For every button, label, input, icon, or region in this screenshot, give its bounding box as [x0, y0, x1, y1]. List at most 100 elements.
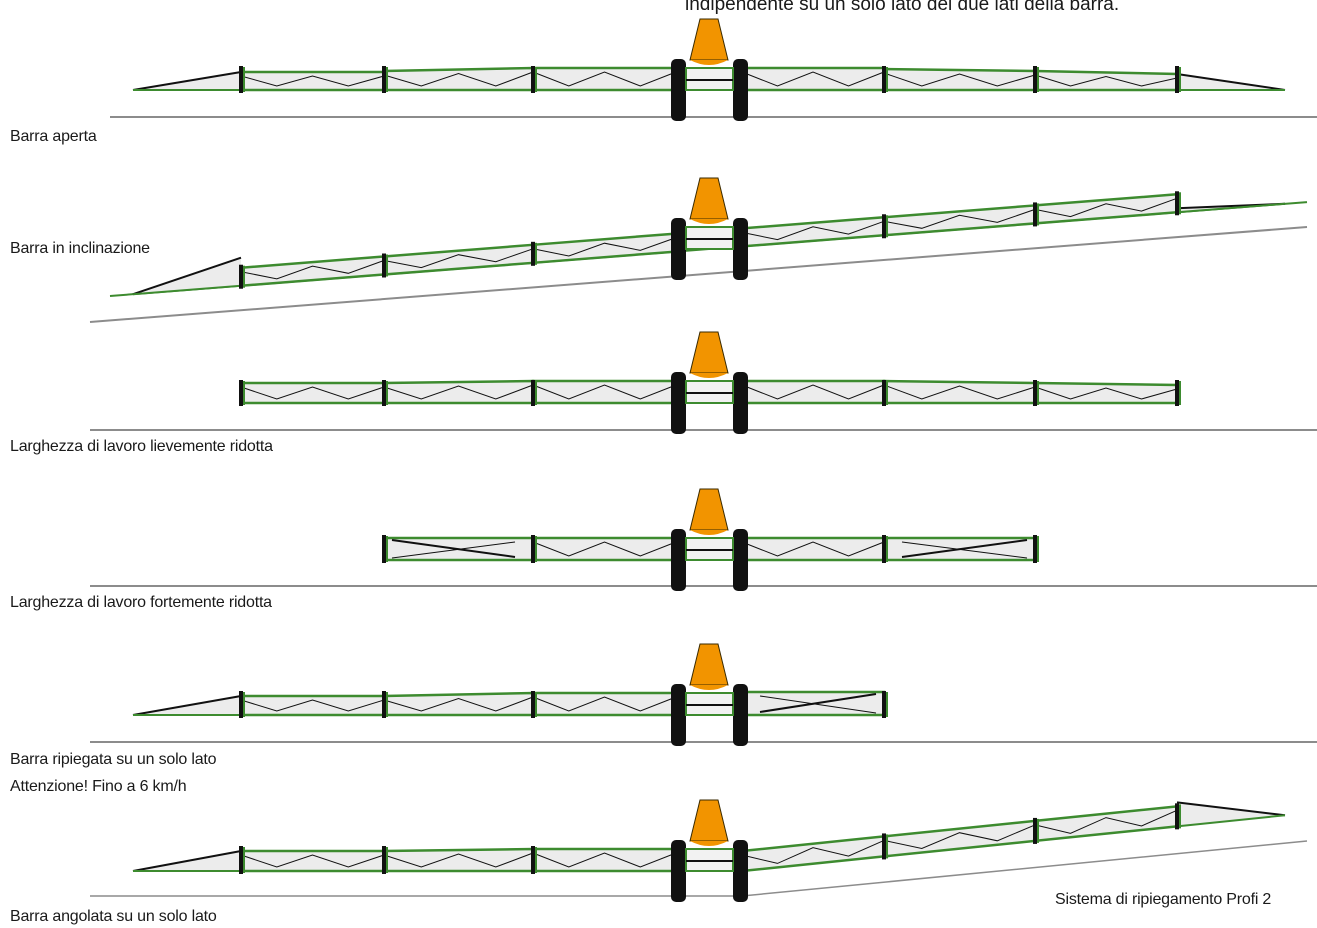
boom-truss: [532, 852, 677, 868]
boom-hinge-accent: [535, 242, 537, 265]
tank-body: [689, 643, 729, 686]
boom-hinge: [1175, 803, 1179, 830]
row-label-larghezza-lievemente-ridotta: Larghezza di lavoro lievemente ridotta: [10, 438, 273, 455]
boom-hinge: [531, 846, 535, 874]
boom-hinge-accent: [243, 265, 245, 288]
boom-hinge-accent: [1037, 67, 1039, 92]
boom-section: [239, 70, 386, 92]
boom-section: [1033, 804, 1179, 843]
right-tyre: [733, 840, 748, 902]
right-tyre: [733, 529, 748, 591]
folded-outer-boom-back: [901, 541, 1028, 559]
boom-hinge: [1033, 535, 1037, 563]
boom-section: [382, 691, 535, 717]
boom-truss: [532, 696, 677, 712]
boom-hinge: [1033, 817, 1037, 844]
boom-hinge-accent: [1037, 203, 1039, 226]
boom-truss: [741, 541, 885, 557]
boom-tip-base: [1176, 814, 1286, 828]
boom-hinge-accent: [386, 67, 388, 92]
boom-hinge-accent: [535, 847, 537, 873]
boom-hinge: [239, 66, 243, 93]
boom-hinge-accent: [535, 67, 537, 92]
boom-truss: [1034, 809, 1178, 834]
row-label-barra-aperta: Barra aperta: [10, 128, 97, 145]
boom-section: [239, 255, 386, 288]
boom-truss: [741, 71, 885, 87]
left-tyre: [671, 529, 686, 591]
boom-section: [882, 819, 1037, 858]
boom-truss: [240, 386, 385, 400]
row-label-larghezza-fortemente-ridotta: Larghezza di lavoro fortemente ridotta: [10, 594, 272, 611]
boom-tip-edge: [1176, 801, 1286, 817]
right-tyre: [733, 59, 748, 121]
boom-section: [1033, 69, 1179, 92]
boom-section: [382, 243, 535, 276]
boom-hinge: [531, 380, 535, 406]
boom-hinge-accent: [1037, 381, 1039, 405]
boom-section: [382, 66, 535, 92]
boom-hinge: [531, 691, 535, 718]
boom-hinge: [239, 264, 243, 289]
boom-tip-base: [132, 284, 242, 296]
boom-truss: [741, 384, 885, 400]
left-tyre: [671, 840, 686, 902]
boom-tip-edge: [132, 71, 242, 91]
boom-hinge: [1175, 66, 1179, 93]
boom-truss: [383, 384, 534, 400]
boom-section: [882, 204, 1037, 237]
boom-truss: [1034, 74, 1178, 87]
boom-hinge-accent: [386, 536, 388, 562]
boom-hinge: [882, 535, 886, 563]
ground-line: [89, 226, 1308, 323]
boom-hinge: [239, 691, 243, 718]
row-note-speed-warning: Attenzione! Fino a 6 km/h: [10, 778, 187, 795]
boom-hinge-accent: [1179, 804, 1181, 829]
boom-truss: [741, 220, 885, 241]
tank-body: [689, 799, 729, 842]
boom-hinge: [382, 535, 386, 563]
boom-truss: [383, 696, 534, 712]
folded-outer-boom-back: [759, 695, 877, 714]
boom-hinge-accent: [243, 67, 245, 92]
boom-hinge-accent: [886, 381, 888, 405]
boom-truss: [883, 208, 1036, 229]
boom-section: [382, 847, 535, 873]
folded-outer-boom: [759, 693, 877, 713]
boom-hinge: [239, 846, 243, 874]
boom-hinge: [1175, 380, 1179, 406]
boom-section: [239, 381, 386, 405]
boom-section: [239, 694, 386, 717]
boom-section: [740, 835, 886, 873]
boom-section: [531, 66, 678, 92]
boom-section: [382, 379, 535, 405]
boom-hinge: [382, 253, 386, 278]
boom-hinge-accent: [535, 536, 537, 562]
boom-tip: [1177, 802, 1285, 827]
tank-body: [689, 331, 729, 374]
boom-hinge: [882, 691, 886, 718]
row-label-barra-ripiegata: Barra ripiegata su un solo lato: [10, 751, 217, 768]
boom-hinge-accent: [386, 847, 388, 873]
boom-hinge-accent: [886, 834, 888, 859]
boom-hinge-accent: [886, 692, 888, 717]
boom-hinge-accent: [1179, 381, 1181, 405]
boom-hinge-accent: [886, 536, 888, 562]
row-label-barra-inclinazione: Barra in inclinazione: [10, 240, 150, 257]
boom-section: [531, 691, 678, 717]
boom-tip-edge: [132, 256, 242, 296]
boom-hinge: [882, 380, 886, 406]
boom-hinge: [1033, 202, 1037, 227]
boom-section: [1033, 192, 1179, 225]
tank-bottom: [690, 530, 728, 535]
boom-tip-edge: [1176, 73, 1286, 91]
boom-hinge-accent: [535, 381, 537, 405]
boom-tip-base: [1176, 202, 1286, 214]
boom-hinge-accent: [386, 254, 388, 277]
boom-truss: [240, 260, 385, 280]
footer-caption: Sistema di ripiegamento Profi 2: [1055, 891, 1272, 908]
tank-body: [689, 177, 729, 220]
boom-truss: [532, 541, 677, 557]
